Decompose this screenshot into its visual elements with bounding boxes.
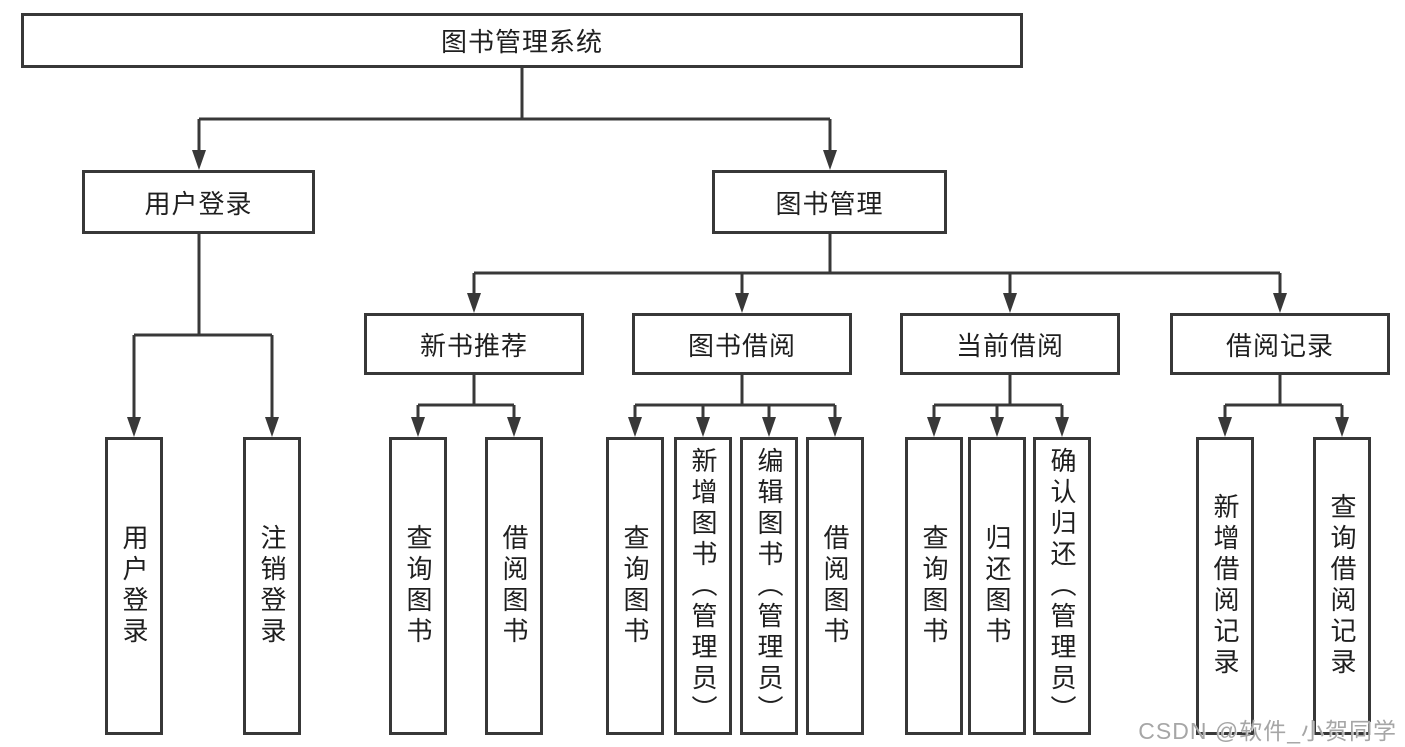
leaf-label: 查询图书: [403, 524, 433, 648]
leaf-label: 归还图书: [982, 524, 1012, 648]
node-user-login: 用户登录: [82, 170, 315, 234]
leaf-label: 新增借阅记录: [1210, 493, 1240, 679]
node-current-borrowing: 当前借阅: [900, 313, 1120, 375]
leaf-label: 借阅图书: [820, 524, 850, 648]
leaf-add-book-admin: 新增图书（管理员）: [674, 437, 732, 735]
leaf-logout-login: 注销登录: [243, 437, 301, 735]
node-label: 图书借阅: [687, 330, 796, 361]
leaf-label: 用户登录: [119, 524, 149, 648]
leaf-query-books: 查询图书: [389, 437, 447, 735]
leaf-user-login: 用户登录: [105, 437, 163, 735]
leaf-borrow-books: 借阅图书: [806, 437, 864, 735]
leaf-confirm-return-admin: 确认归还（管理员）: [1033, 437, 1091, 735]
csdn-watermark: CSDN @软件_小贺同学: [1138, 718, 1397, 744]
node-label: 新书推荐: [419, 330, 528, 361]
node-label: 当前借阅: [955, 330, 1064, 361]
leaf-edit-book-admin: 编辑图书（管理员）: [740, 437, 798, 735]
leaf-label: 编辑图书（管理员）: [754, 446, 784, 726]
leaf-label: 查询借阅记录: [1327, 493, 1357, 679]
node-label: 图书管理: [775, 188, 884, 219]
node-label: 借阅记录: [1225, 330, 1334, 361]
leaf-query-books: 查询图书: [606, 437, 664, 735]
leaf-label: 确认归还（管理员）: [1047, 446, 1077, 726]
node-book-borrowing: 图书借阅: [632, 313, 852, 375]
leaf-query-borrow-record: 查询借阅记录: [1313, 437, 1371, 735]
node-root: 图书管理系统: [21, 13, 1023, 68]
node-book-management: 图书管理: [712, 170, 947, 234]
leaf-label: 查询图书: [620, 524, 650, 648]
node-root-label: 图书管理系统: [440, 27, 603, 57]
tree-edges: [132, 68, 1344, 419]
leaf-return-books: 归还图书: [968, 437, 1026, 735]
node-label: 用户登录: [144, 188, 253, 219]
leaf-borrow-books: 借阅图书: [485, 437, 543, 735]
leaf-label: 查询图书: [919, 524, 949, 648]
leaf-query-books: 查询图书: [905, 437, 963, 735]
leaf-add-borrow-record: 新增借阅记录: [1196, 437, 1254, 735]
leaf-label: 新增图书（管理员）: [688, 446, 718, 726]
leaf-label: 注销登录: [257, 524, 287, 648]
node-borrowing-records: 借阅记录: [1170, 313, 1390, 375]
arrowhead-icons: [127, 150, 1349, 437]
leaf-label: 借阅图书: [499, 524, 529, 648]
node-new-book-recommend: 新书推荐: [364, 313, 584, 375]
